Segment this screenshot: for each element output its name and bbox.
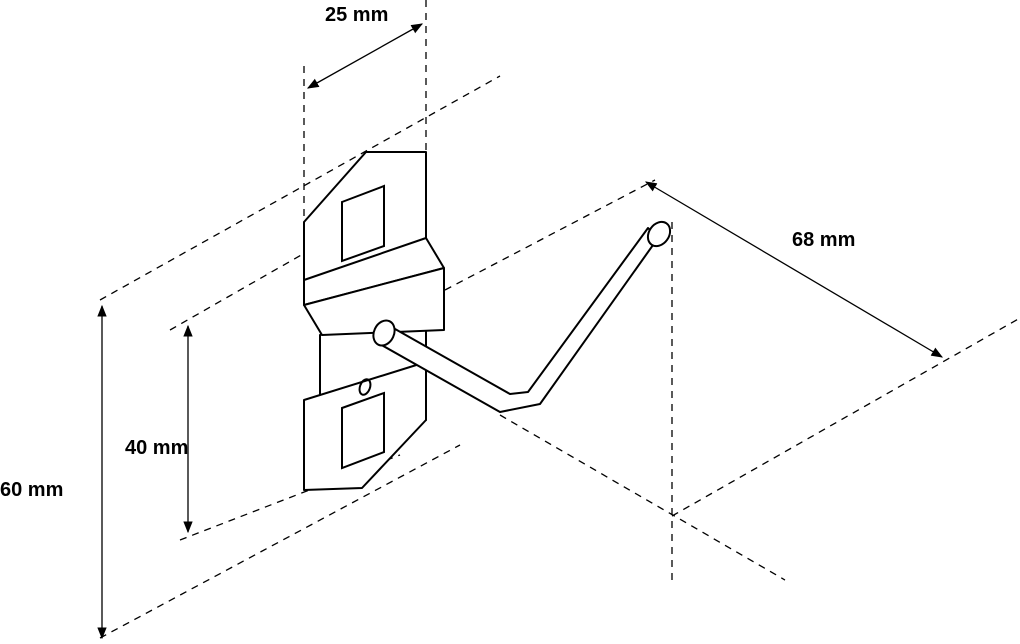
bottom-clip [303,361,427,491]
rivet-hole [358,378,372,396]
inner-height-dimension-label: 40 mm [125,437,189,459]
bottom-clip-square-hole [341,391,385,470]
rod-base-end [372,319,396,347]
width-dimension-label: 25 mm [325,4,389,26]
hook-drawing [303,151,672,491]
length-dimension-line [644,181,944,358]
dimension-lines [97,23,944,640]
hook-rod [377,227,659,413]
top-clip-square-hole [341,184,385,263]
length-dimension-label: 68 mm [792,229,856,251]
outer-height-dimension-label: 60 mm [0,479,64,501]
rod-tip-end [646,220,672,248]
front-plate [303,267,445,336]
extension-lines [99,0,1020,639]
width-dimension-line [306,23,424,89]
